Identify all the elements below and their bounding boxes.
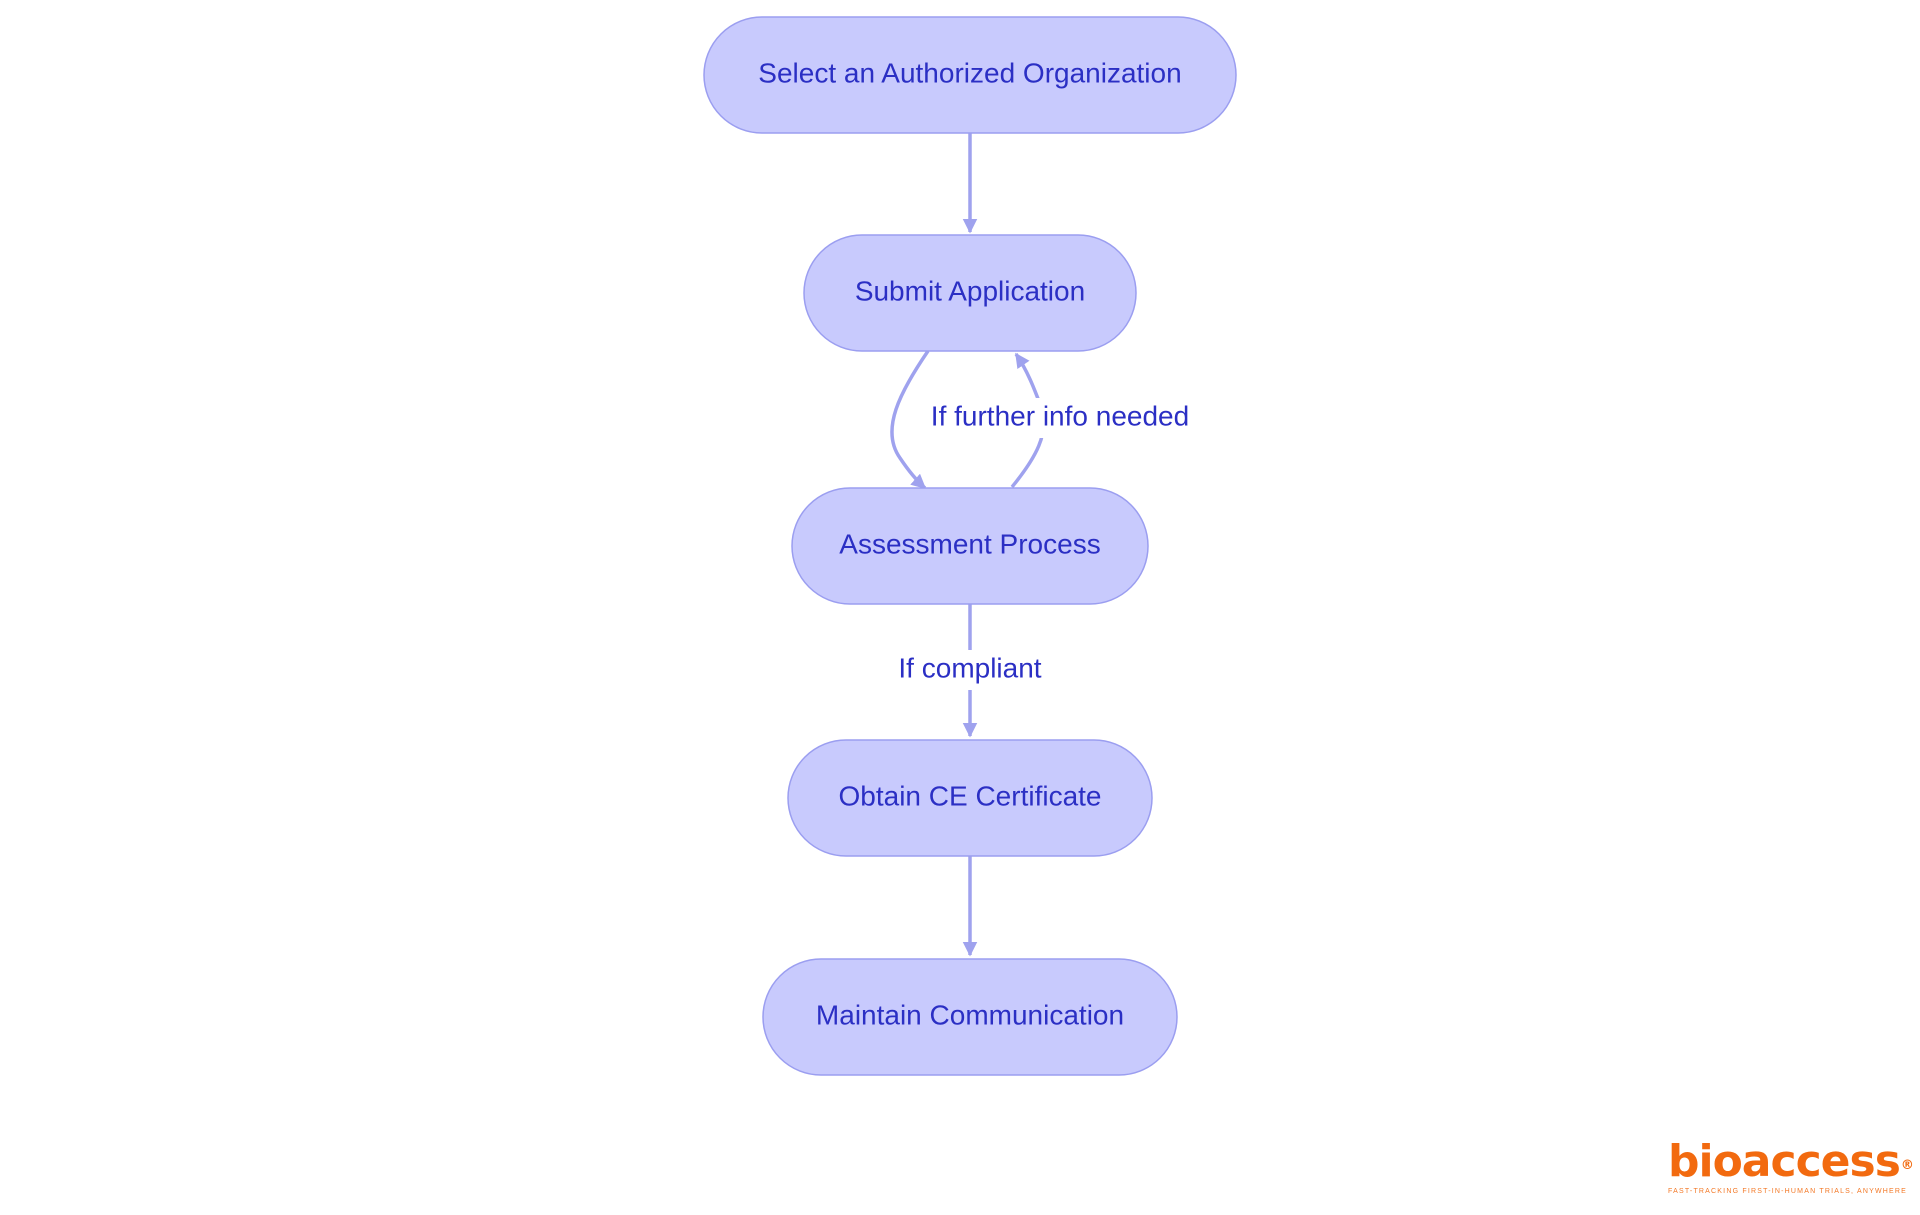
logo-wordmark: bioaccess® <box>1668 1138 1914 1186</box>
node-shape <box>803 234 1137 352</box>
edge-label-further-info-bg <box>918 398 1204 438</box>
node-label: Obtain CE Certificate <box>839 780 1102 811</box>
logo-registered-mark: ® <box>1900 1158 1914 1173</box>
node-submit-application[interactable]: Submit Application <box>803 234 1137 352</box>
node-label: Select an Authorized Organization <box>758 57 1181 88</box>
node-obtain-ce-certificate[interactable]: Obtain CE Certificate <box>787 739 1153 857</box>
node-shape <box>787 739 1153 857</box>
edge-submit-to-assess <box>890 350 930 490</box>
node-label: Submit Application <box>855 275 1085 306</box>
edge-label-further-info: If further info needed <box>931 400 1189 431</box>
edge-label-compliant: If compliant <box>898 652 1041 683</box>
edge-labels: If further info needed If compliant <box>886 398 1204 690</box>
node-shape <box>703 16 1237 134</box>
bioaccess-logo: bioaccess® FAST-TRACKING FIRST-IN-HUMAN … <box>1668 1138 1914 1196</box>
node-maintain-communication[interactable]: Maintain Communication <box>762 958 1178 1076</box>
node-shape <box>791 487 1149 605</box>
node-assessment-process[interactable]: Assessment Process <box>791 487 1149 605</box>
logo-tagline: FAST-TRACKING FIRST-IN-HUMAN TRIALS, ANY… <box>1668 1188 1908 1195</box>
node-select-authorized-organization[interactable]: Select an Authorized Organization <box>703 16 1237 134</box>
logo-name: bioaccess <box>1668 1136 1901 1187</box>
edge-label-compliant-bg <box>886 650 1054 690</box>
node-shape <box>762 958 1178 1076</box>
node-label: Assessment Process <box>839 528 1100 559</box>
node-label: Maintain Communication <box>816 999 1124 1030</box>
